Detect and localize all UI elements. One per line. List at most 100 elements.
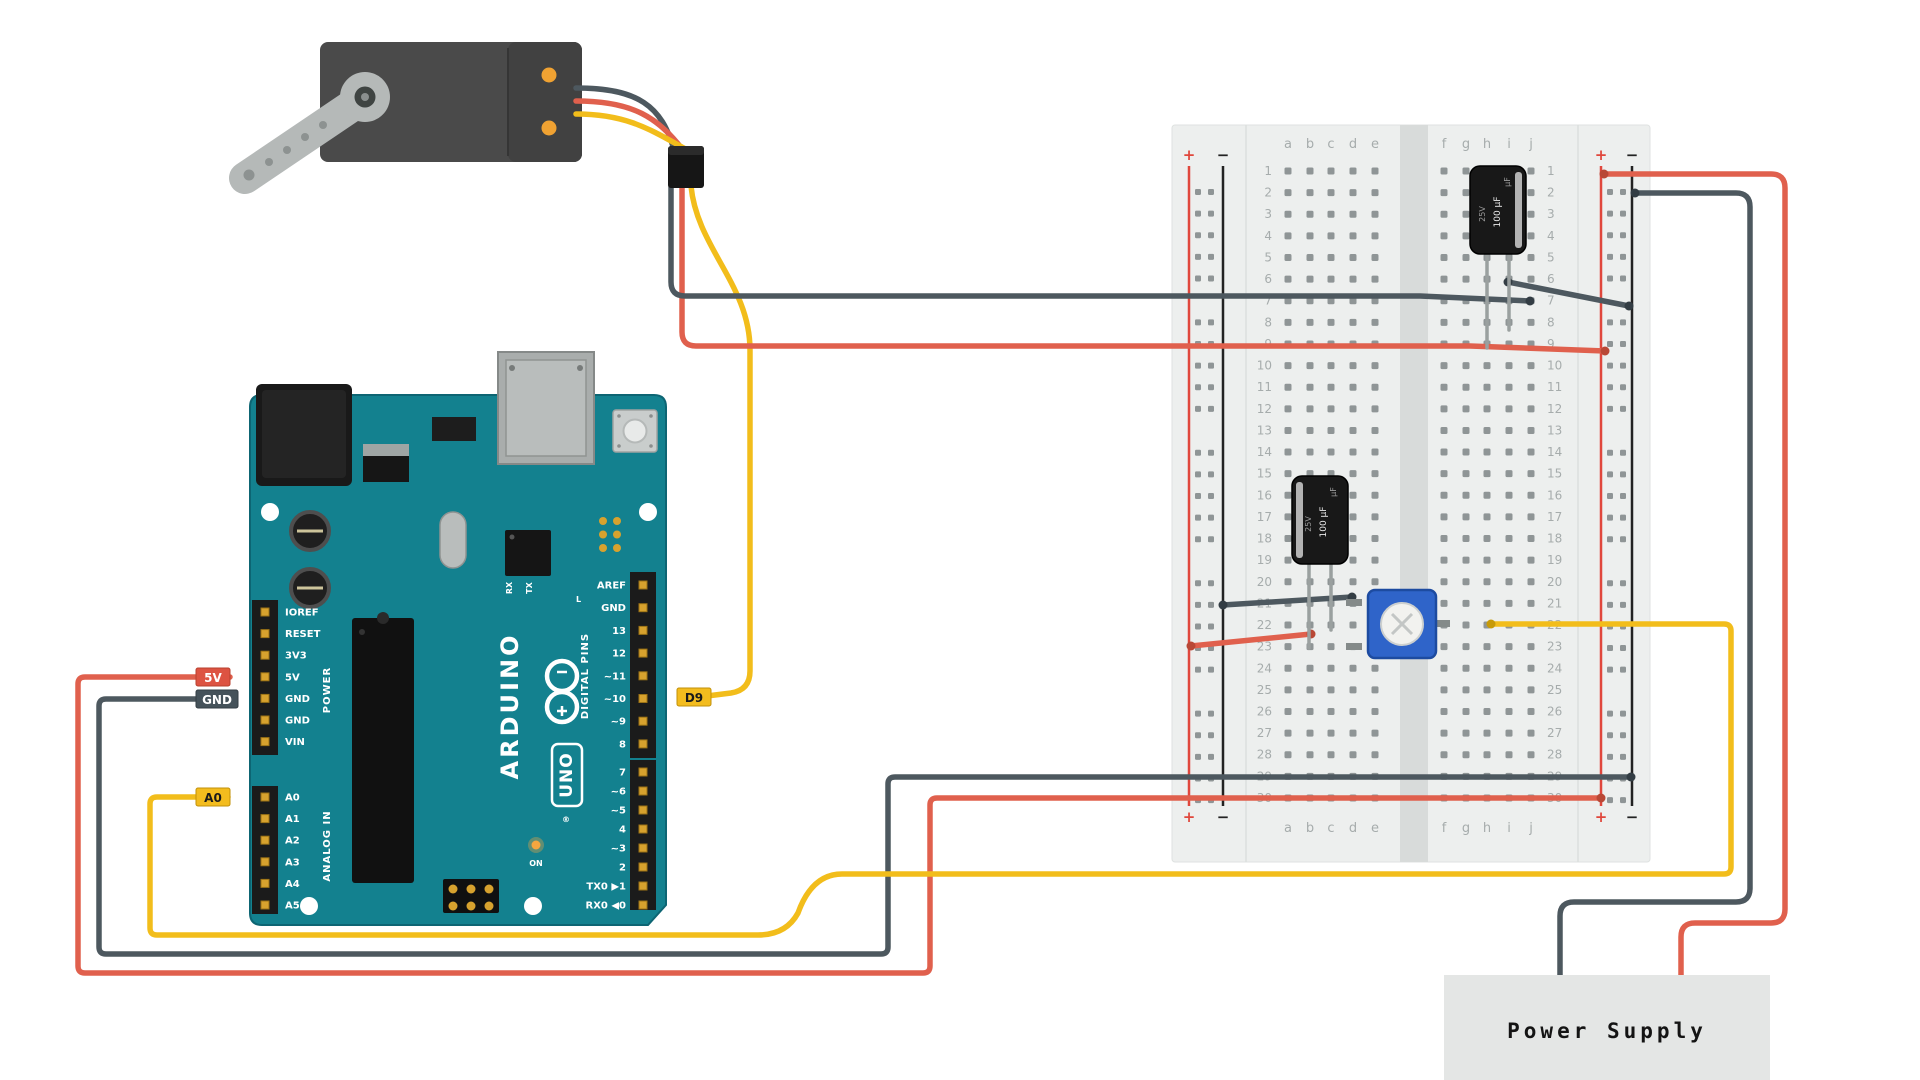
- gold-pin[interactable]: [260, 814, 270, 824]
- reset-pin: [617, 414, 621, 418]
- row-number: 4: [1547, 229, 1555, 243]
- gold-pin[interactable]: [260, 650, 270, 660]
- tag-5v[interactable]: [195, 667, 231, 687]
- breadboard-hole: [1440, 664, 1448, 672]
- gold-pin[interactable]: [638, 862, 648, 872]
- tag-a0[interactable]: [195, 787, 231, 807]
- gold-pin[interactable]: [638, 580, 648, 590]
- breadboard-hole: [1483, 686, 1491, 694]
- wire-supply-positive[interactable]: [1601, 171, 1788, 985]
- gold-pin[interactable]: [638, 900, 648, 910]
- rail-hole: [1208, 753, 1214, 760]
- breadboard-hole: [1327, 383, 1335, 391]
- power-supply[interactable]: Power Supply: [1444, 975, 1770, 1080]
- wire-arduino-5v[interactable]: [75, 674, 1604, 976]
- gold-pin[interactable]: [638, 648, 648, 658]
- potentiometer[interactable]: [1346, 588, 1450, 660]
- breadboard-hole: [1462, 383, 1470, 391]
- wire-arduino-a0[interactable]: [147, 621, 1734, 938]
- rail-hole: [1195, 275, 1201, 282]
- pin-label-VIN: VIN: [285, 737, 305, 748]
- breadboard-hole: [1371, 275, 1379, 283]
- gold-pin[interactable]: [260, 857, 270, 867]
- icsp-pad[interactable]: [599, 544, 607, 552]
- gold-pin[interactable]: [638, 805, 648, 815]
- rail-hole: [1195, 623, 1201, 630]
- breadboard-hole: [1349, 210, 1357, 218]
- wire-supply-positive-end: [1599, 169, 1609, 179]
- icsp-pad[interactable]: [484, 901, 494, 911]
- gold-pin[interactable]: [638, 739, 648, 749]
- icsp-pad[interactable]: [466, 884, 476, 894]
- gold-pin[interactable]: [638, 716, 648, 726]
- icsp-pad[interactable]: [448, 884, 458, 894]
- servo-cable-yellow[interactable]: [573, 111, 694, 155]
- icsp-pad[interactable]: [613, 517, 621, 525]
- icsp-pad[interactable]: [466, 901, 476, 911]
- gold-pin[interactable]: [638, 603, 648, 613]
- servo-motor[interactable]: [229, 42, 583, 194]
- gold-pin[interactable]: [638, 843, 648, 853]
- breadboard-hole: [1527, 556, 1535, 564]
- gold-pin[interactable]: [260, 629, 270, 639]
- tag-gnd[interactable]: [195, 689, 239, 709]
- column-letter: i: [1507, 821, 1511, 836]
- breadboard-hole: [1527, 729, 1535, 737]
- tag-d9[interactable]: [676, 687, 712, 707]
- row-number: 25: [1257, 683, 1272, 697]
- gold-pin[interactable]: [260, 835, 270, 845]
- rail-hole: [1607, 405, 1613, 412]
- gold-pin[interactable]: [638, 881, 648, 891]
- breadboard-hole: [1462, 275, 1470, 283]
- gold-pin[interactable]: [260, 737, 270, 747]
- gold-pin[interactable]: [260, 672, 270, 682]
- wire-servo-signal-d9[interactable]: [688, 183, 753, 699]
- breadboard-hole: [1327, 275, 1335, 283]
- gold-pin[interactable]: [638, 824, 648, 834]
- wire-pot-5v-jumper[interactable]: [1188, 631, 1314, 649]
- electrolytic-capacitor-2[interactable]: 100 µF 25V µF: [1291, 475, 1349, 650]
- icsp-pad[interactable]: [613, 544, 621, 552]
- pin-tags: 5V GND A0 D9: [195, 667, 712, 807]
- wire-supply-gnd[interactable]: [1557, 190, 1753, 985]
- wire-arduino-gnd[interactable]: [96, 696, 1634, 957]
- breadboard-hole: [1462, 535, 1470, 543]
- breadboard-hole: [1349, 578, 1357, 586]
- icsp-pad[interactable]: [448, 901, 458, 911]
- breadboard-hole: [1483, 491, 1491, 499]
- gold-pin[interactable]: [260, 715, 270, 725]
- gold-pin[interactable]: [260, 792, 270, 802]
- gold-pin[interactable]: [260, 607, 270, 617]
- wire-servo-gnd[interactable]: [668, 183, 1533, 304]
- gold-pin[interactable]: [638, 671, 648, 681]
- gold-pin[interactable]: [638, 694, 648, 703]
- gold-pin[interactable]: [638, 625, 648, 635]
- gold-pin[interactable]: [638, 767, 648, 777]
- row-number: 14: [1257, 445, 1272, 459]
- electrolytic-capacitor-1[interactable]: 100 µF 25V µF: [1469, 165, 1527, 350]
- gold-pin[interactable]: [260, 878, 270, 888]
- breadboard-hole: [1483, 729, 1491, 737]
- breadboard-hole: [1371, 664, 1379, 672]
- wire-servo-5v[interactable]: [679, 183, 1608, 354]
- icsp-pad[interactable]: [484, 884, 494, 894]
- servo-cable-connector[interactable]: [668, 146, 704, 188]
- servo-horn-hole: [283, 146, 291, 154]
- column-letter: f: [1442, 821, 1447, 836]
- row-number: 27: [1547, 726, 1562, 740]
- rail-hole: [1620, 493, 1626, 500]
- gold-pin[interactable]: [638, 786, 648, 796]
- wire-cap-gnd-jumper[interactable]: [1505, 279, 1632, 309]
- icsp-pad[interactable]: [613, 530, 621, 539]
- icsp-pad[interactable]: [599, 530, 607, 539]
- gold-pin[interactable]: [260, 693, 270, 703]
- breadboard-hole: [1462, 491, 1470, 499]
- breadboard-hole: [1440, 643, 1448, 651]
- gold-pin[interactable]: [260, 900, 270, 910]
- icsp-pad[interactable]: [599, 517, 607, 525]
- breadboard-hole: [1306, 275, 1314, 283]
- breadboard-hole: [1483, 405, 1491, 413]
- usb-screw: [577, 365, 583, 371]
